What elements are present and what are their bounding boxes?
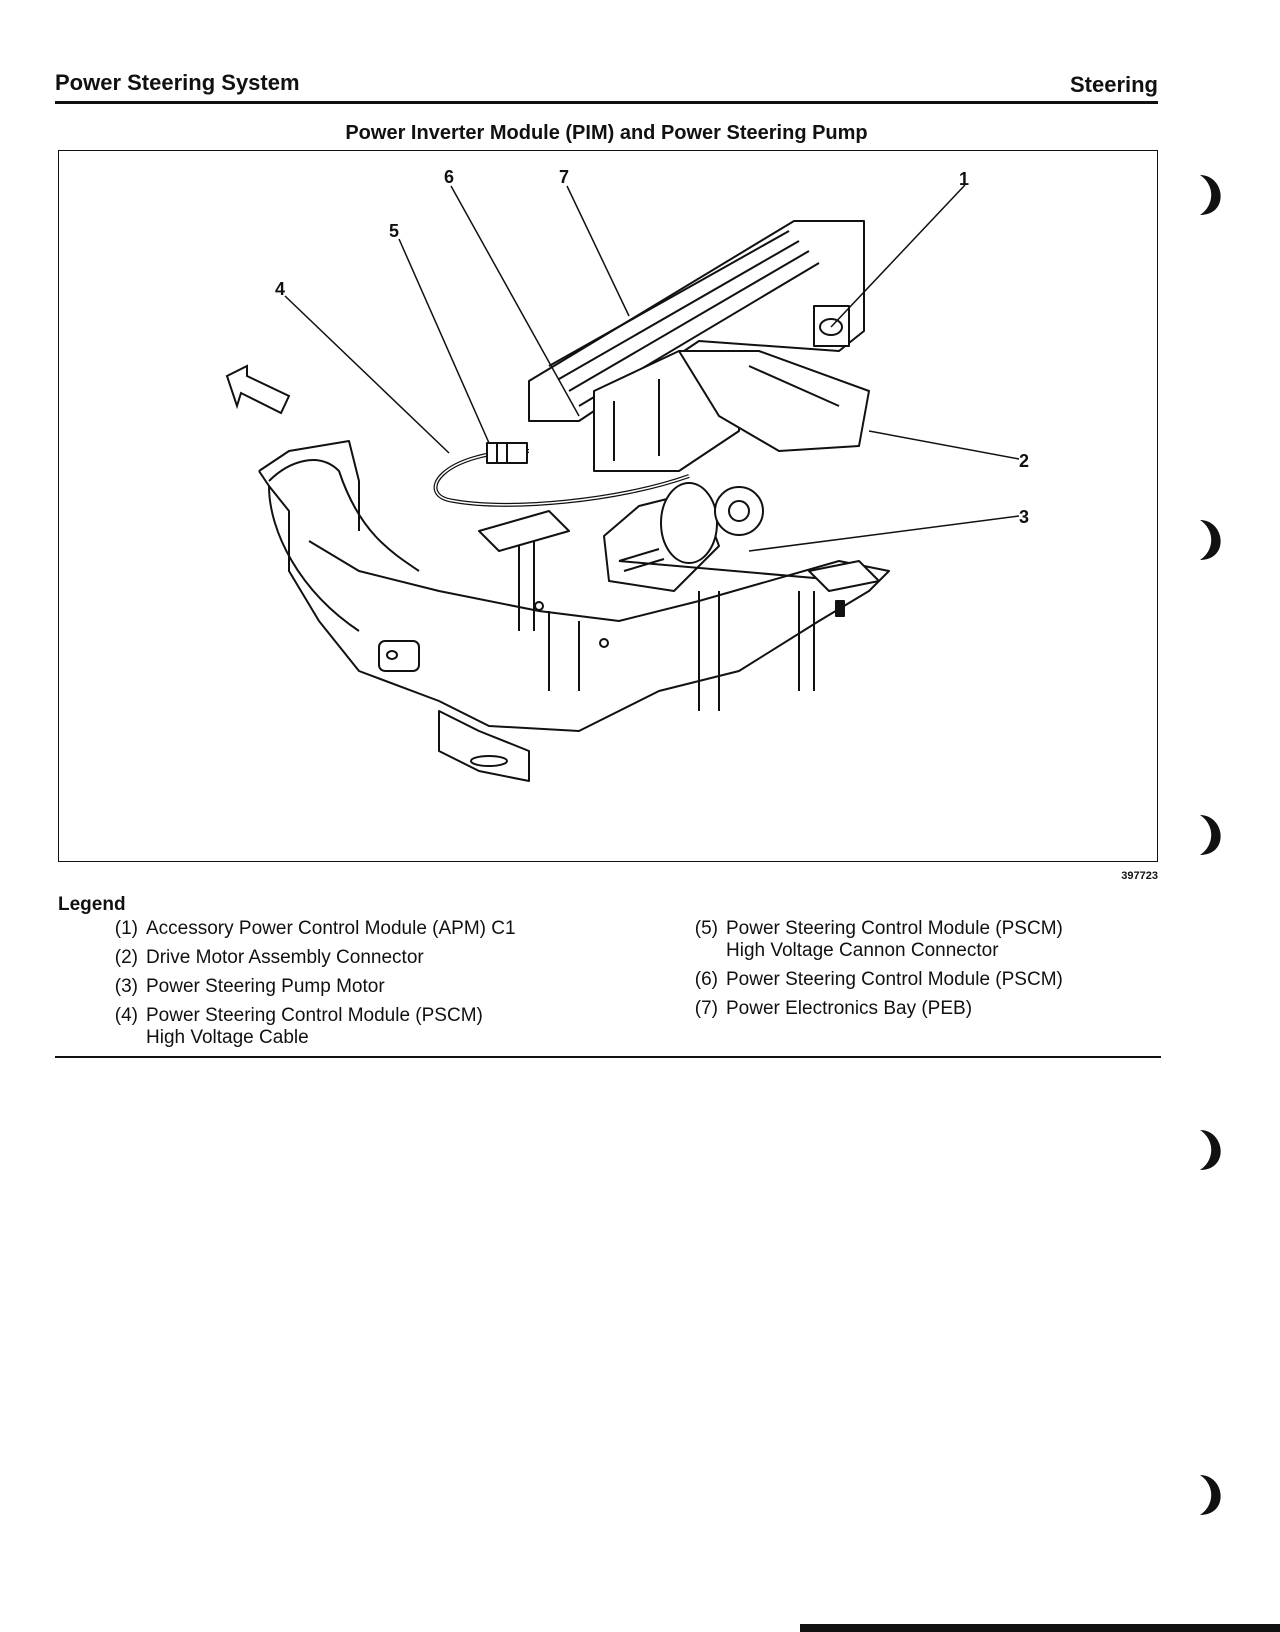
leader-3 [748,515,1020,552]
category-title: Steering [1069,72,1158,97]
leader-5 [398,238,490,444]
legend-column-left: (1) Accessory Power Control Module (APM)… [100,918,516,1056]
legend-item: (1) Accessory Power Control Module (APM)… [114,918,516,939]
binder-mark [1200,815,1221,855]
legend-item: (4) Power Steering Control Module (PSCM)… [114,1005,483,1048]
leader-1 [830,184,966,328]
callout-6: 6 [444,167,455,187]
component-illustration [225,184,1020,782]
callout-7: 7 [559,167,570,187]
drive-motor-connector-shape [678,350,870,452]
legend-item: (7) Power Electronics Bay (PEB) [694,998,973,1019]
legend-item: (2) Drive Motor Assembly Connector [114,947,424,968]
leader-6 [450,185,580,417]
binder-mark [1200,1130,1221,1170]
pump-motor-shape [603,482,764,592]
legend-item: (5) Power Steering Control Module (PSCM)… [694,918,1063,961]
front-arrow [225,364,291,415]
legend-column-right: (5) Power Steering Control Module (PSCM)… [680,918,1063,1027]
cradle-arm [268,459,420,572]
legend-title: Legend [58,894,126,915]
binder-mark [1200,520,1221,560]
callout-4: 4 [275,279,286,299]
peb-housing [528,220,865,422]
legend-item: (6) Power Steering Control Module (PSCM) [694,969,1063,990]
binder-mark [1200,175,1221,215]
figure-number: 397723 [1121,870,1158,882]
legend-item: (3) Power Steering Pump Motor [114,976,385,997]
binder-hole-marks [1200,175,1221,1515]
figure-frame: 1 2 3 4 5 6 7 [58,150,1158,862]
leader-2 [868,430,1020,460]
callout-3: 3 [1019,507,1030,527]
callout-1: 1 [959,169,970,189]
legend-bottom-rule [55,1056,1161,1058]
section-title: Power Steering System [55,70,300,95]
frame-cradle [258,470,890,732]
leader-4 [284,295,450,454]
leader-7 [566,185,630,317]
callout-5: 5 [389,221,400,241]
callout-2: 2 [1019,451,1030,471]
header-rule [55,101,1158,104]
footer-rule [800,1624,1280,1632]
binder-mark [1200,1475,1221,1515]
figure-title: Power Inverter Module (PIM) and Power St… [345,122,868,144]
